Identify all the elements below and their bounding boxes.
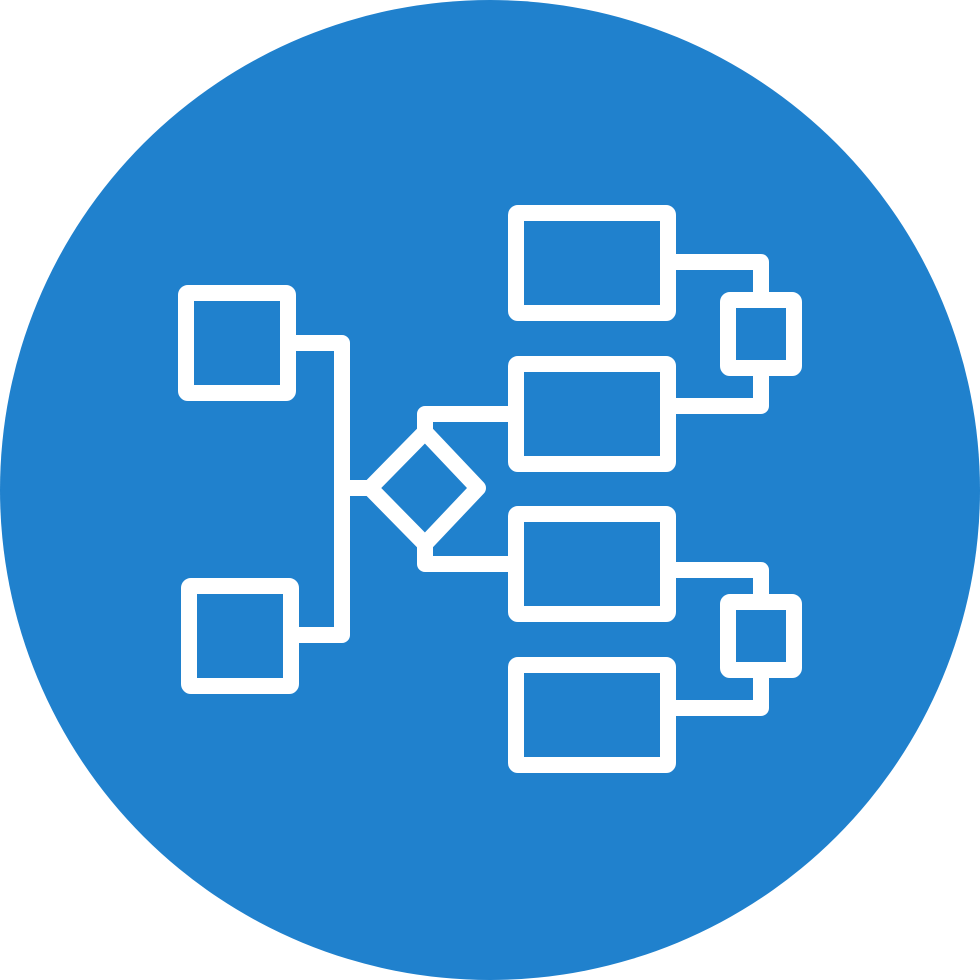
diamond-to-lower-connector: [417, 536, 524, 572]
box2-to-merge-top: [660, 360, 769, 414]
left-top-connector: [280, 335, 350, 496]
box3-to-merge-bottom: [660, 562, 769, 610]
left-bottom-connector: [283, 480, 350, 643]
diamond-to-upper-connector: [417, 406, 524, 440]
box4-to-merge-bottom: [660, 662, 769, 716]
box1-to-merge-top: [660, 254, 769, 308]
